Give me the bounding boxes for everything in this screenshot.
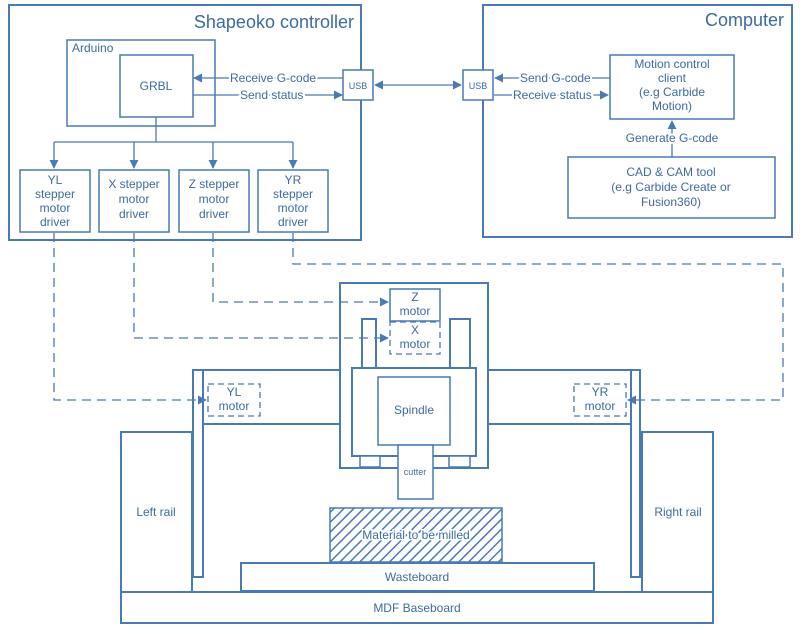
left-rail-label: Left rail bbox=[136, 505, 175, 519]
driver-x-box bbox=[98, 169, 170, 233]
x-motor-line2: motor bbox=[400, 337, 431, 351]
baseboard-label: MDF Baseboard bbox=[373, 601, 460, 615]
cad-cam-box bbox=[567, 156, 776, 219]
controller-usb-label: USB bbox=[349, 81, 368, 91]
z-rail-left bbox=[361, 318, 377, 369]
motion-client-line4: Motion) bbox=[652, 99, 692, 113]
driver-z-line3: driver bbox=[199, 207, 229, 221]
driver-yr: YR stepper motor driver bbox=[257, 169, 329, 233]
driver-yr-line2: stepper bbox=[273, 187, 313, 201]
shapeoko-controller: Shapeoko controller Arduino GRBL Receive… bbox=[8, 4, 374, 241]
driver-yl-line4: driver bbox=[40, 215, 70, 229]
arduino-label: Arduino bbox=[72, 41, 114, 55]
computer: Computer USB Send G-code Receive status … bbox=[462, 4, 793, 238]
motor-wiring bbox=[53, 233, 784, 405]
motion-client-line2: client bbox=[658, 71, 687, 85]
driver-yr-line4: driver bbox=[278, 215, 308, 229]
driver-yl-line2: stepper bbox=[35, 187, 75, 201]
right-gantry-post bbox=[630, 369, 641, 578]
yl-motor-line1: YL bbox=[227, 385, 242, 399]
x-motor-line1: X bbox=[411, 323, 419, 337]
controller-usb-box bbox=[342, 69, 374, 101]
wire-yl bbox=[53, 233, 207, 405]
material-label: Material to be milled bbox=[362, 528, 469, 542]
right-rail-label: Right rail bbox=[654, 505, 701, 519]
z-motor-line2: motor bbox=[400, 304, 431, 318]
driver-x-line1: X stepper bbox=[108, 177, 159, 191]
left-gantry-post bbox=[192, 369, 204, 578]
z-motor-box bbox=[389, 288, 441, 322]
yl-motor-line2: motor bbox=[219, 399, 250, 413]
cutter-label: cutter bbox=[404, 467, 427, 477]
computer-usb-label: USB bbox=[469, 81, 488, 91]
receive-gcode-label: Receive G-code bbox=[230, 71, 316, 85]
driver-yl-line1: YL bbox=[48, 173, 63, 187]
mount-foot-left bbox=[359, 455, 381, 468]
wasteboard-label: Wasteboard bbox=[385, 570, 449, 584]
driver-yr-line3: motor bbox=[278, 201, 309, 215]
cad-cam-line1: CAD & CAM tool bbox=[626, 165, 715, 179]
spindle-box bbox=[377, 376, 451, 446]
mdf-baseboard bbox=[120, 591, 714, 624]
computer-usb-box bbox=[462, 69, 494, 101]
driver-z-line2: motor bbox=[199, 192, 230, 206]
motion-client-line3: (e.g Carbide bbox=[639, 85, 705, 99]
driver-yr-line1: YR bbox=[285, 173, 302, 187]
mount-foot-right bbox=[448, 455, 471, 468]
driver-yl-box bbox=[19, 169, 91, 233]
wire-z bbox=[212, 233, 389, 307]
driver-z-line1: Z stepper bbox=[189, 177, 240, 191]
driver-x: X stepper motor driver bbox=[98, 169, 170, 233]
wire-yr bbox=[292, 233, 784, 405]
cad-cam-line2: (e.g Carbide Create or bbox=[611, 180, 730, 194]
controller-title: Shapeoko controller bbox=[194, 12, 354, 32]
spindle-label: Spindle bbox=[394, 403, 434, 417]
send-gcode-label: Send G-code bbox=[520, 71, 591, 85]
x-motor-box bbox=[389, 321, 441, 355]
yr-motor-box bbox=[573, 383, 627, 417]
machine: Left rail Right rail Spindle cutter Z mo… bbox=[120, 282, 714, 624]
driver-yl: YL stepper motor driver bbox=[19, 169, 91, 233]
computer-title: Computer bbox=[705, 10, 784, 30]
motion-client-line1: Motion control bbox=[634, 57, 709, 71]
grbl-label: GRBL bbox=[140, 79, 173, 93]
driver-x-line3: driver bbox=[119, 207, 149, 221]
z-rail-right bbox=[449, 318, 471, 369]
driver-x-line2: motor bbox=[119, 192, 150, 206]
driver-yl-line3: motor bbox=[40, 201, 71, 215]
receive-status-label: Receive status bbox=[513, 88, 592, 102]
driver-z-box bbox=[178, 169, 250, 233]
cutter-box bbox=[397, 444, 434, 500]
motion-client-box bbox=[609, 54, 735, 120]
yr-motor-line1: YR bbox=[592, 385, 609, 399]
yr-motor-line2: motor bbox=[585, 399, 616, 413]
generate-gcode-label: Generate G-code bbox=[626, 131, 719, 145]
wire-x bbox=[133, 233, 389, 343]
driver-yr-box bbox=[257, 169, 329, 233]
cad-cam-line3: Fusion360) bbox=[641, 195, 701, 209]
z-motor-line1: Z bbox=[411, 290, 418, 304]
material-block bbox=[329, 507, 503, 563]
send-status-label: Send status bbox=[240, 88, 303, 102]
yl-motor-box bbox=[207, 383, 261, 417]
driver-z: Z stepper motor driver bbox=[178, 169, 250, 233]
